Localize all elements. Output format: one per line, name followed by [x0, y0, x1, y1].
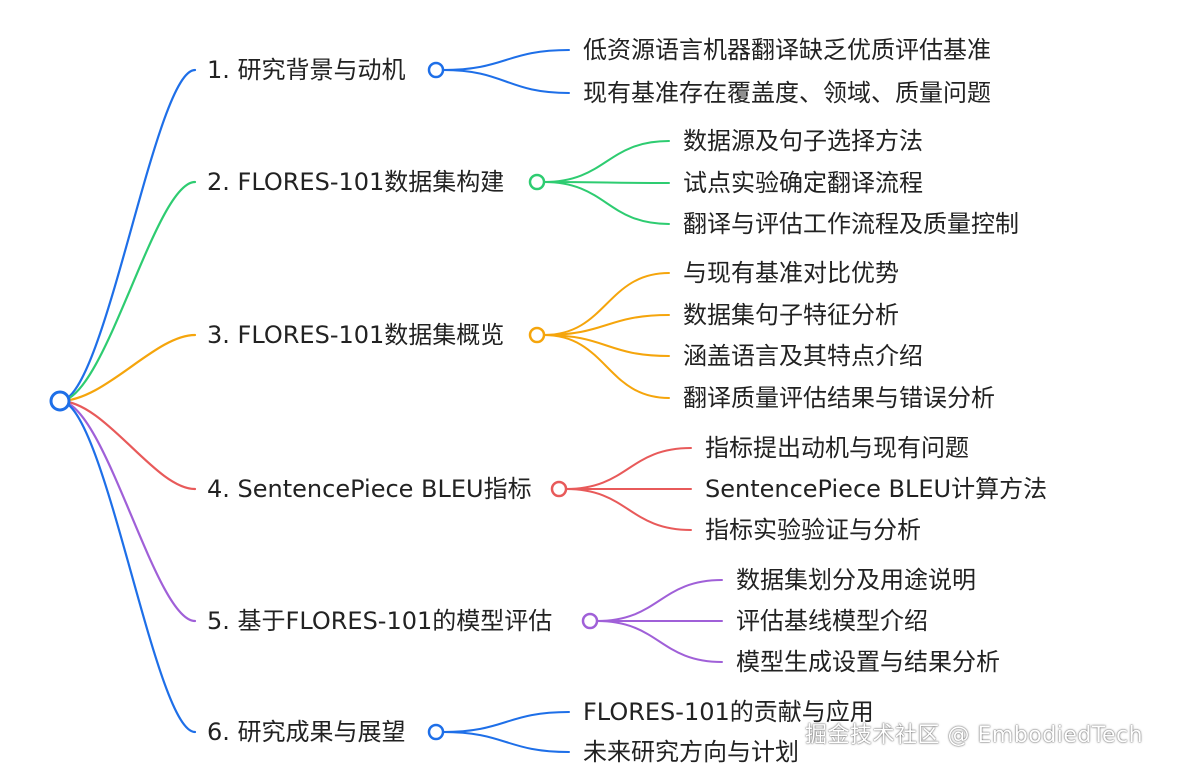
branch-label-4: 4. SentencePiece BLEU指标	[207, 475, 532, 503]
child-label-5-2: 评估基线模型介绍	[736, 607, 928, 635]
child-label-4-2: SentencePiece BLEU计算方法	[705, 475, 1048, 503]
child-connector-3-4	[543, 334, 670, 399]
child-connector-5-3	[596, 620, 723, 663]
branch-node-6[interactable]	[427, 723, 445, 741]
branch-label-3: 3. FLORES-101数据集概览	[207, 321, 505, 349]
child-label-3-1: 与现有基准对比优势	[683, 259, 899, 287]
child-label-2-3: 翻译与评估工作流程及质量控制	[683, 210, 1019, 238]
child-connector-4-3	[565, 488, 692, 531]
child-label-6-2: 未来研究方向与计划	[583, 738, 799, 766]
branch-node-3[interactable]	[528, 326, 546, 344]
child-label-3-3: 涵盖语言及其特点介绍	[683, 342, 923, 370]
child-label-5-3: 模型生成设置与结果分析	[736, 648, 1000, 676]
child-label-4-1: 指标提出动机与现有问题	[705, 434, 969, 462]
child-label-6-1: FLORES-101的贡献与应用	[583, 698, 874, 726]
child-label-4-3: 指标实验验证与分析	[705, 516, 921, 544]
child-connector-2-1	[543, 140, 670, 183]
branch-connector-3	[58, 333, 197, 403]
child-label-3-4: 翻译质量评估结果与错误分析	[683, 384, 995, 412]
branch-connector-4	[58, 399, 197, 491]
child-label-1-2: 现有基准存在覆盖度、领域、质量问题	[583, 79, 991, 107]
branch-label-1: 1. 研究背景与动机	[207, 56, 406, 84]
root-node[interactable]	[49, 390, 71, 412]
child-connector-1-1	[442, 49, 570, 71]
branch-connector-5	[58, 399, 197, 623]
child-label-3-2: 数据集句子特征分析	[683, 301, 899, 329]
branch-node-1[interactable]	[427, 61, 445, 79]
branch-label-6: 6. 研究成果与展望	[207, 718, 406, 746]
child-connector-3-2	[543, 314, 670, 336]
child-connector-6-2	[442, 731, 570, 753]
branch-node-5[interactable]	[581, 612, 599, 630]
branch-connector-6	[58, 399, 197, 734]
branch-label-5: 5. 基于FLORES-101的模型评估	[207, 607, 553, 635]
branch-label-2: 2. FLORES-101数据集构建	[207, 168, 505, 196]
child-label-2-2: 试点实验确定翻译流程	[683, 169, 923, 197]
child-connector-4-1	[565, 447, 692, 490]
child-connector-1-2	[442, 69, 570, 94]
child-label-2-1: 数据源及句子选择方法	[683, 127, 923, 155]
child-connector-2-3	[543, 181, 670, 225]
child-label-5-1: 数据集划分及用途说明	[736, 566, 976, 594]
branch-connector-2	[58, 180, 197, 403]
child-connector-2-2	[543, 181, 670, 184]
branch-node-2[interactable]	[528, 173, 546, 191]
child-label-1-1: 低资源语言机器翻译缺乏优质评估基准	[583, 36, 991, 64]
child-connector-3-1	[543, 272, 670, 336]
watermark: 掘金技术社区 @ EmbodiedTech	[805, 723, 1144, 748]
child-connector-6-1	[442, 711, 570, 733]
branch-connector-1	[58, 68, 197, 403]
child-connector-5-1	[596, 579, 723, 622]
branch-node-4[interactable]	[550, 480, 568, 498]
child-connector-3-3	[543, 334, 670, 357]
